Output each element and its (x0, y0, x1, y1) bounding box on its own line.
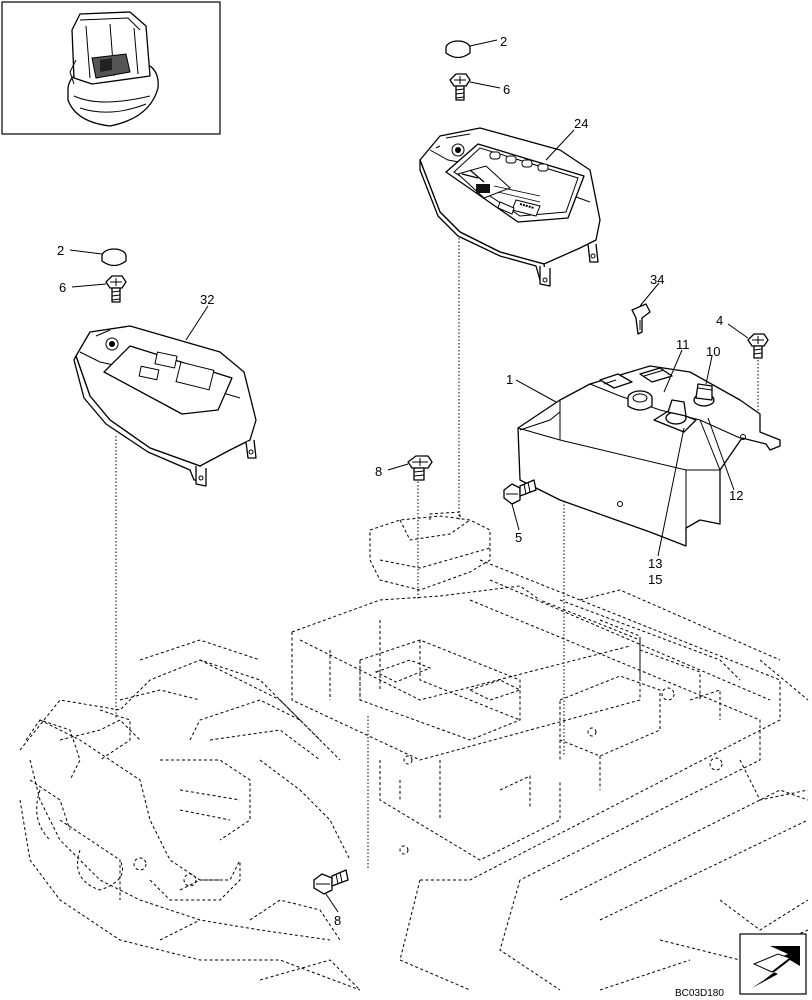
callout-15: 15 (648, 572, 662, 587)
bolt-part-6-left (105, 275, 127, 303)
monitor-panel-part-24 (419, 127, 601, 287)
machine-inset (1, 1, 221, 135)
frame-structure-hidden-lines (19, 511, 809, 991)
bolt-part-6-right (449, 73, 471, 101)
key-part-34 (631, 303, 651, 335)
callout-5: 5 (515, 530, 522, 545)
callout-8-lower: 8 (334, 913, 341, 928)
bolt-part-4 (747, 333, 769, 412)
callout-34: 34 (650, 272, 664, 287)
callout-11: 11 (676, 337, 690, 352)
alignment-lines (115, 238, 565, 868)
callout-12: 12 (729, 488, 743, 503)
cap-part-2-right (445, 40, 471, 59)
bolt-part-5 (503, 479, 537, 505)
callout-4: 4 (716, 313, 723, 328)
front-direction-arrow-icon (739, 933, 807, 995)
switch-panel-part-32 (73, 325, 257, 487)
callout-6-right: 6 (503, 82, 510, 97)
callout-32: 32 (200, 292, 214, 307)
callout-10: 10 (706, 344, 720, 359)
leader-lines (69, 39, 749, 913)
callout-13: 13 (648, 556, 662, 571)
callout-24: 24 (574, 116, 588, 131)
callout-labels: 2 6 24 2 6 32 34 4 11 10 1 8 5 12 13 15 … (57, 34, 743, 928)
callout-8-upper: 8 (375, 464, 382, 479)
callout-1: 1 (506, 372, 513, 387)
callout-6-left: 6 (59, 280, 66, 295)
drawing-code: BC03D180 (675, 988, 724, 999)
bolt-part-8-lower (313, 869, 349, 895)
console-part-1 (517, 365, 781, 547)
callout-2-left: 2 (57, 243, 64, 258)
callout-2-right: 2 (500, 34, 507, 49)
cap-part-2-left (101, 248, 127, 267)
bolt-part-8-upper (407, 455, 433, 481)
